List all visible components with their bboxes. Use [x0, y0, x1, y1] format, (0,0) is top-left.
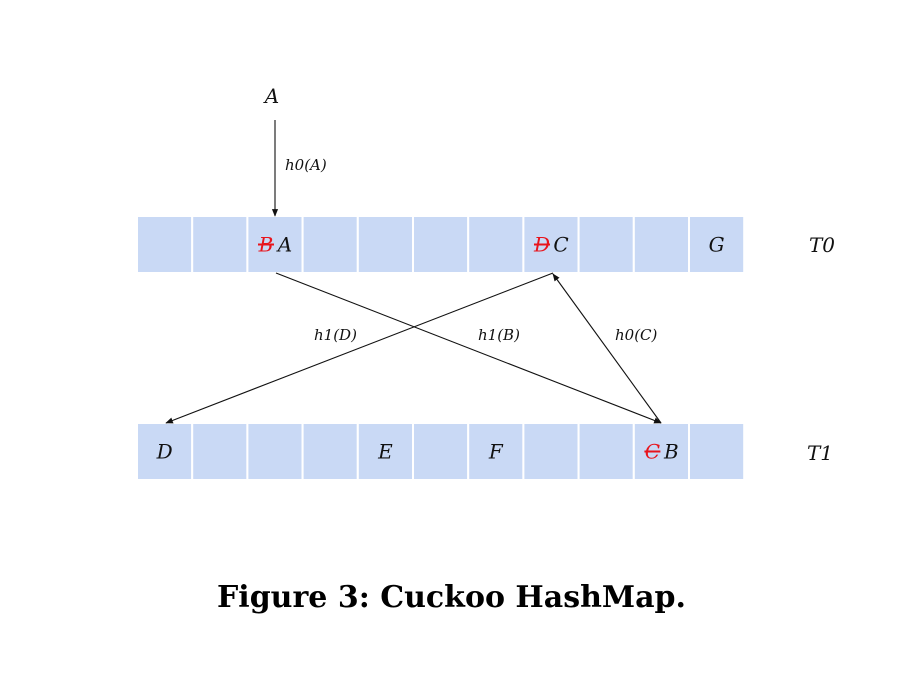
table-cell [246, 422, 304, 481]
table-cell [191, 422, 249, 481]
edge-h1-b [275, 272, 662, 424]
cell-key: G [709, 233, 725, 257]
table-cell [522, 422, 580, 481]
table-cell [301, 215, 359, 274]
cell-key: D [156, 440, 173, 464]
table-cell [688, 422, 746, 481]
table-cell [467, 215, 525, 274]
table-cell [356, 215, 414, 274]
input-key: A [263, 84, 279, 108]
cell-key: C [553, 233, 568, 257]
table-cell [632, 422, 690, 481]
edge-h0-c [552, 273, 662, 424]
cell-key: B [663, 440, 679, 464]
table-cell [136, 215, 194, 274]
edge-label-h0-c: h0(C) [615, 326, 658, 344]
table-cell [577, 215, 635, 274]
edge-label-h1-b: h1(B) [478, 326, 520, 344]
table-cell [632, 215, 690, 274]
table-cell [356, 422, 414, 481]
cell-key: A [276, 233, 292, 257]
figure-caption: Figure 3: Cuckoo HashMap. [217, 580, 686, 615]
cell-key: E [377, 440, 393, 464]
edge-label-h1-d: h1(D) [314, 326, 357, 344]
table-name-t0: T0 [809, 233, 835, 257]
edge-h1-d [165, 272, 554, 424]
table-cell [136, 422, 194, 481]
table-cell [301, 422, 359, 481]
table-cell [688, 215, 746, 274]
table-cell [577, 422, 635, 481]
table-cell [191, 215, 249, 274]
table-cell [246, 215, 304, 274]
cell-key: F [488, 440, 504, 464]
edge-label-h0-a: h0(A) [285, 156, 327, 174]
table-name-t1: T1 [807, 441, 833, 465]
table-cell [467, 422, 525, 481]
table-cell [412, 215, 470, 274]
table-cell [412, 422, 470, 481]
table-cell [522, 215, 580, 274]
